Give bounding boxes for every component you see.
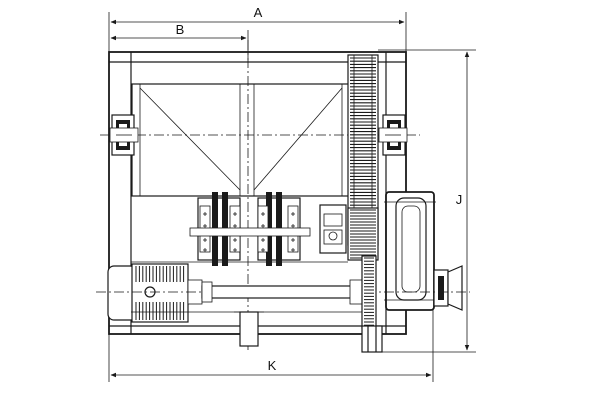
dimension-label-b: B (176, 22, 185, 37)
dimension-label-a: A (254, 5, 263, 20)
reducer-gear-pack (347, 207, 379, 261)
drive-shaft (201, 279, 365, 305)
dimension-j: J (378, 49, 476, 353)
left-travel-wheel (109, 114, 139, 156)
pulley-axle (189, 227, 311, 237)
dimension-label-k: K (268, 358, 277, 373)
right-travel-wheel (378, 114, 408, 156)
hoist-motor (107, 263, 203, 323)
hoist-drum (131, 83, 351, 197)
bottom-bracket (234, 311, 383, 353)
pulley-bolt-marks (203, 212, 295, 252)
intermediate-gear (361, 255, 377, 329)
gear-reducer (384, 191, 436, 311)
coupling-brake (319, 204, 347, 254)
dimension-label-j: J (456, 192, 463, 207)
brake-drum (433, 265, 463, 311)
